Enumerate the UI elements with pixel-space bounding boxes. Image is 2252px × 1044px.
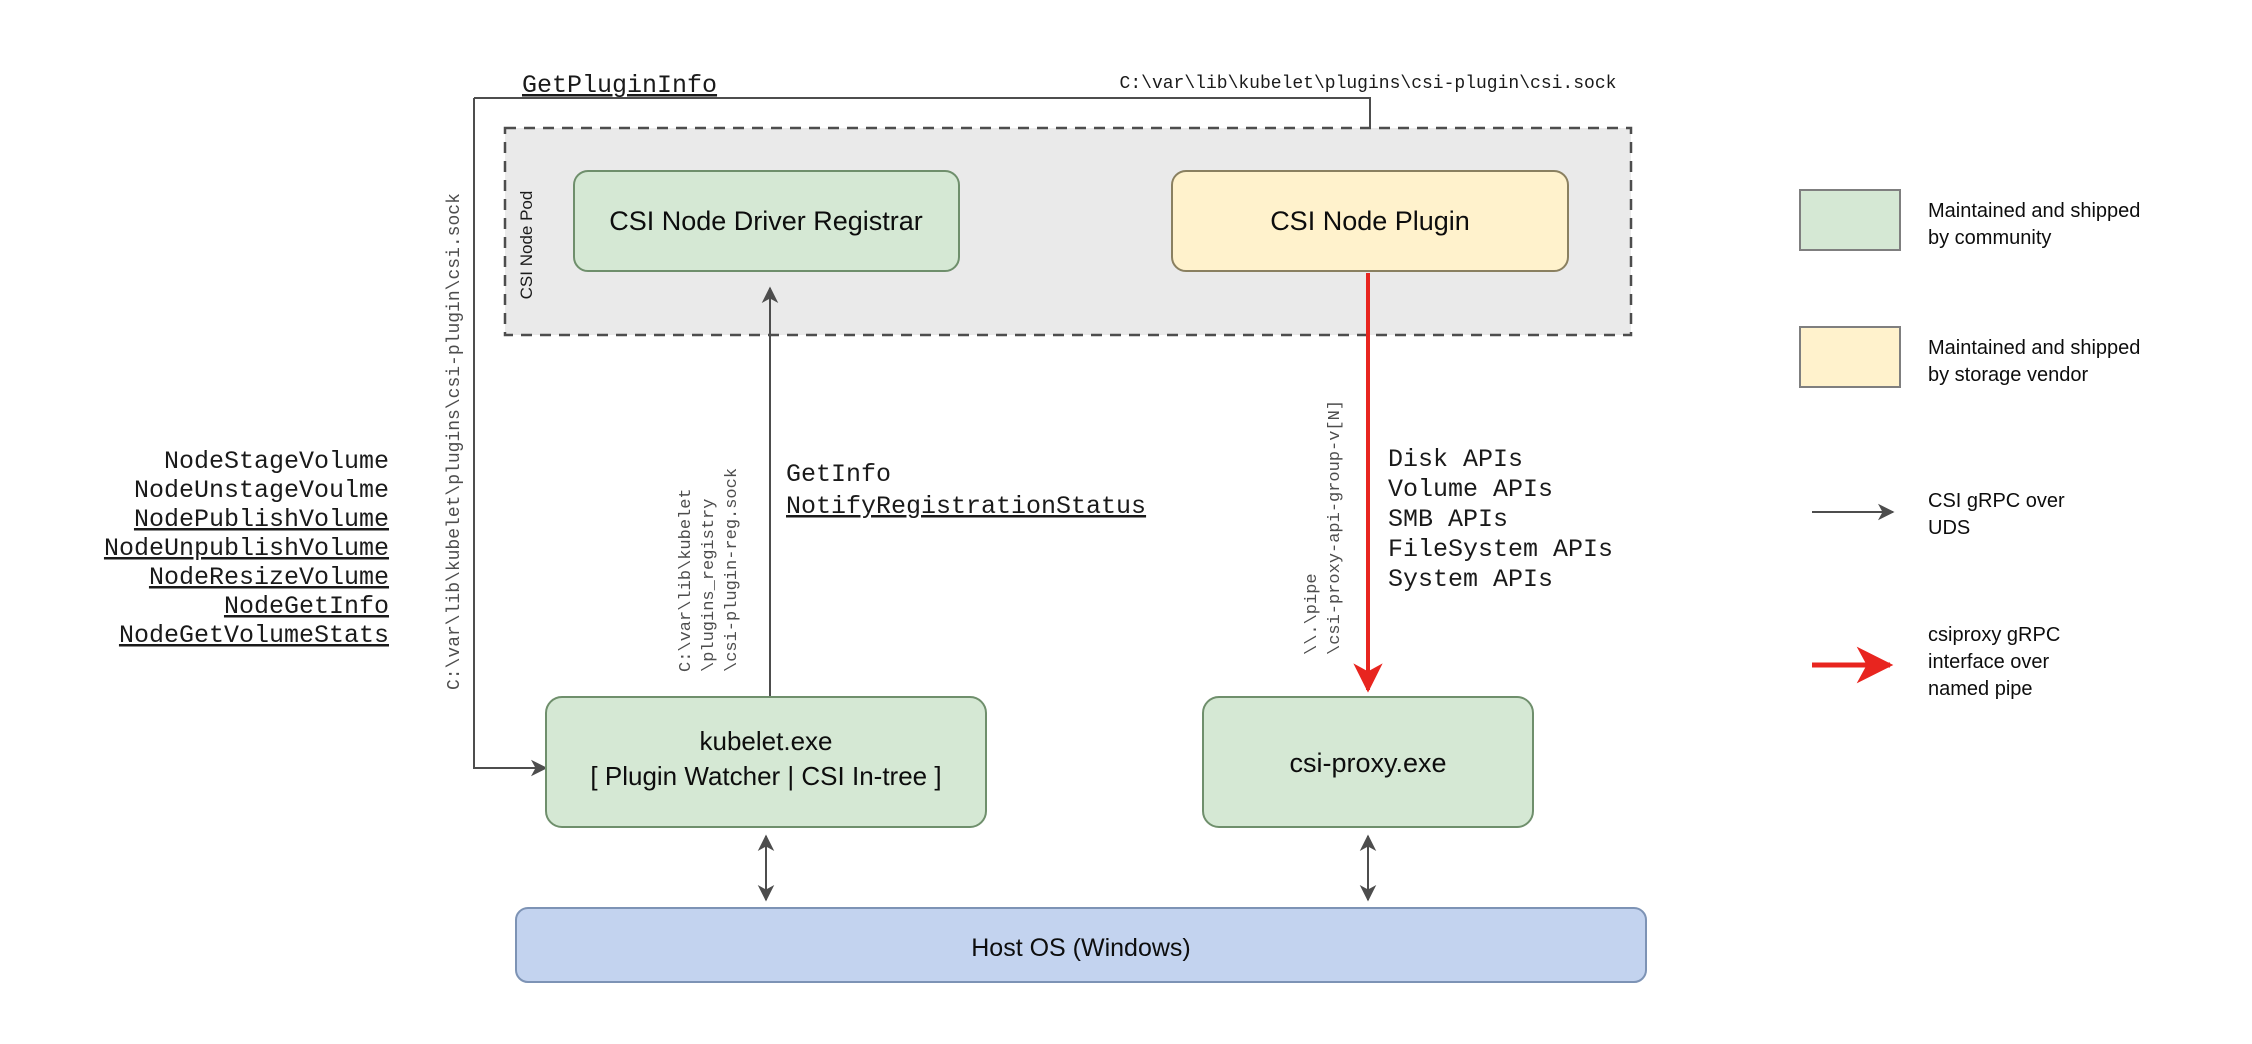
label-csi-sock-vertical: C:\var\lib\kubelet\plugins\csi-plugin\cs… (445, 193, 465, 690)
list-item: NodeUnstageVoulme (134, 476, 389, 505)
legend-label-line3: named pipe (1928, 678, 2033, 700)
node-csi-node-plugin[interactable]: CSI Node Plugin (1171, 170, 1569, 272)
label-reg-sock-line2: \plugins_registry (700, 499, 719, 672)
node-csi-proxy-exe[interactable]: csi-proxy.exe (1202, 696, 1534, 828)
legend-arrow-csi-grpc-uds: CSI gRPC over UDS (1812, 490, 2065, 539)
list-item: Volume APIs (1388, 475, 1553, 504)
list-item: NodeGetVolumeStats (119, 621, 389, 650)
label-named-pipe-line2: \csi-proxy-api-group-v[N] (1326, 400, 1345, 655)
label-notify-registration-status: NotifyRegistrationStatus (786, 492, 1146, 521)
legend-label-line2: by storage vendor (1928, 364, 2088, 386)
legend-label-line2: UDS (1928, 517, 1970, 539)
list-item: NodeResizeVolume (149, 563, 389, 592)
legend-color-box (1799, 189, 1901, 251)
list-item: NodeStageVolume (164, 447, 389, 476)
csi-proxy-api-list: Disk APIs Volume APIs SMB APIs FileSyste… (1388, 445, 1613, 594)
legend: Maintained and shipped by community Main… (1799, 189, 2140, 700)
csi-node-pod-label: CSI Node Pod (517, 191, 536, 300)
legend-color-box (1799, 326, 1901, 388)
node-csi-node-driver-registrar[interactable]: CSI Node Driver Registrar (573, 170, 960, 272)
node-kubelet-exe[interactable]: kubelet.exe [ Plugin Watcher | CSI In-tr… (545, 696, 987, 828)
legend-label-line1: CSI gRPC over (1928, 490, 2065, 512)
list-item: SMB APIs (1388, 505, 1508, 534)
label-reg-sock-line1: C:\var\lib\kubelet (677, 488, 696, 672)
list-item: NodePublishVolume (134, 505, 389, 534)
node-service-rpc-list: NodeStageVolume NodeUnstageVoulme NodePu… (104, 447, 389, 650)
list-item: NodeUnpublishVolume (104, 534, 389, 563)
legend-label-line1: Maintained and shipped (1928, 337, 2140, 359)
node-label-line1: kubelet.exe (700, 726, 833, 756)
legend-label-line2: interface over (1928, 651, 2050, 673)
legend-label-line2: by community (1928, 227, 2051, 249)
node-label-line2: [ Plugin Watcher | CSI In-tree ] (590, 761, 941, 791)
node-label: CSI Node Plugin (1270, 206, 1470, 236)
label-get-plugin-info: GetPluginInfo (522, 71, 717, 100)
node-label: Host OS (Windows) (971, 934, 1190, 962)
legend-label-line1: Maintained and shipped (1928, 200, 2140, 222)
label-named-pipe-line1: \\.\pipe (1303, 573, 1322, 655)
legend-swatch-storage-vendor: Maintained and shipped by storage vendor (1799, 326, 2140, 388)
label-csi-sock-top: C:\var\lib\kubelet\plugins\csi-plugin\cs… (1120, 74, 1617, 94)
label-get-info: GetInfo (786, 460, 891, 489)
node-host-os[interactable]: Host OS (Windows) (515, 907, 1647, 983)
list-item: NodeGetInfo (224, 592, 389, 621)
list-item: System APIs (1388, 565, 1553, 594)
label-reg-sock-line3: \csi-plugin-reg.sock (723, 468, 742, 672)
node-label: csi-proxy.exe (1289, 748, 1446, 778)
list-item: FileSystem APIs (1388, 535, 1613, 564)
legend-swatch-community: Maintained and shipped by community (1799, 189, 2140, 251)
legend-label-line1: csiproxy gRPC (1928, 624, 2060, 646)
list-item: Disk APIs (1388, 445, 1523, 474)
node-label: CSI Node Driver Registrar (609, 206, 923, 236)
legend-arrow-csiproxy-named-pipe: csiproxy gRPC interface over named pipe (1812, 624, 2060, 700)
